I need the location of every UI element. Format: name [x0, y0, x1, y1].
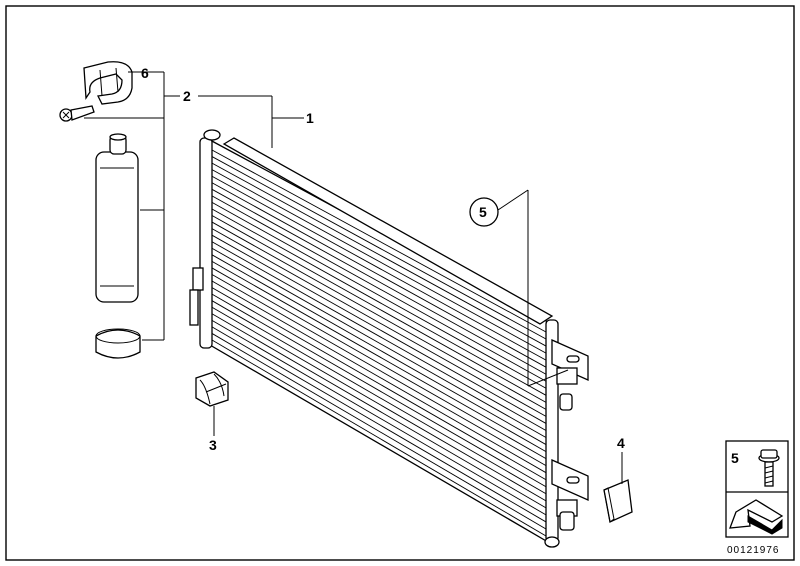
fin-line [211, 274, 547, 467]
callout-4: 4 [617, 435, 625, 451]
fin-line [211, 195, 547, 382]
fin-line [211, 162, 547, 347]
fin-line [211, 300, 547, 495]
condenser[interactable] [189, 129, 589, 548]
fin-line [211, 333, 547, 530]
fin-line [211, 221, 547, 410]
condenser-right-cap [544, 536, 560, 548]
fin-line [211, 175, 547, 361]
callout-1: 1 [306, 110, 314, 126]
callout-2: 2 [183, 88, 191, 104]
condenser-fins [211, 149, 547, 537]
left-pin [189, 289, 199, 326]
condenser-left-cap [203, 129, 221, 141]
condenser-core [209, 138, 549, 544]
fin-line [211, 202, 547, 389]
fin-line [211, 215, 547, 403]
diagram-number: 00121976 [727, 545, 780, 556]
fin-line [211, 188, 547, 375]
arrow-icon [729, 499, 784, 535]
fin-line [211, 339, 547, 537]
fin-line [211, 247, 547, 438]
legend-number: 5 [731, 450, 739, 466]
drier-cap-ring[interactable] [95, 328, 141, 359]
fin-line [211, 234, 547, 424]
callout-5-circle [469, 197, 499, 227]
fin-line [211, 313, 547, 509]
diagram-frame [5, 5, 795, 561]
fin-line [211, 241, 547, 431]
callout-5: 5 [479, 204, 487, 220]
leader-lines [84, 71, 623, 484]
fin-line [211, 280, 547, 474]
bracket-screw[interactable] [59, 105, 95, 122]
fin-line [211, 293, 547, 488]
fin-line [211, 267, 547, 460]
fin-line [211, 260, 547, 452]
fin-line [211, 326, 547, 523]
callout-6: 6 [141, 65, 149, 81]
legend-box: 5 [725, 440, 789, 538]
bolt-icon [758, 449, 780, 487]
fin-line [211, 182, 547, 368]
fin-line [211, 319, 547, 516]
pad[interactable] [603, 479, 633, 523]
fin-line [211, 208, 547, 396]
fin-line [211, 306, 547, 502]
clip[interactable] [195, 371, 229, 407]
fin-line [211, 149, 547, 333]
drier-cartridge[interactable] [95, 133, 139, 303]
fin-line [211, 156, 547, 340]
fin-line [211, 287, 547, 481]
condenser-left-tank [199, 137, 213, 349]
fin-line [211, 254, 547, 445]
left-mount-block [192, 267, 204, 291]
bracket-lower [551, 458, 589, 531]
fin-line [211, 169, 547, 354]
fin-line [211, 228, 547, 417]
drier-bracket[interactable] [83, 61, 133, 105]
condenser-seal-strip [222, 137, 554, 325]
callout-3: 3 [209, 437, 217, 453]
